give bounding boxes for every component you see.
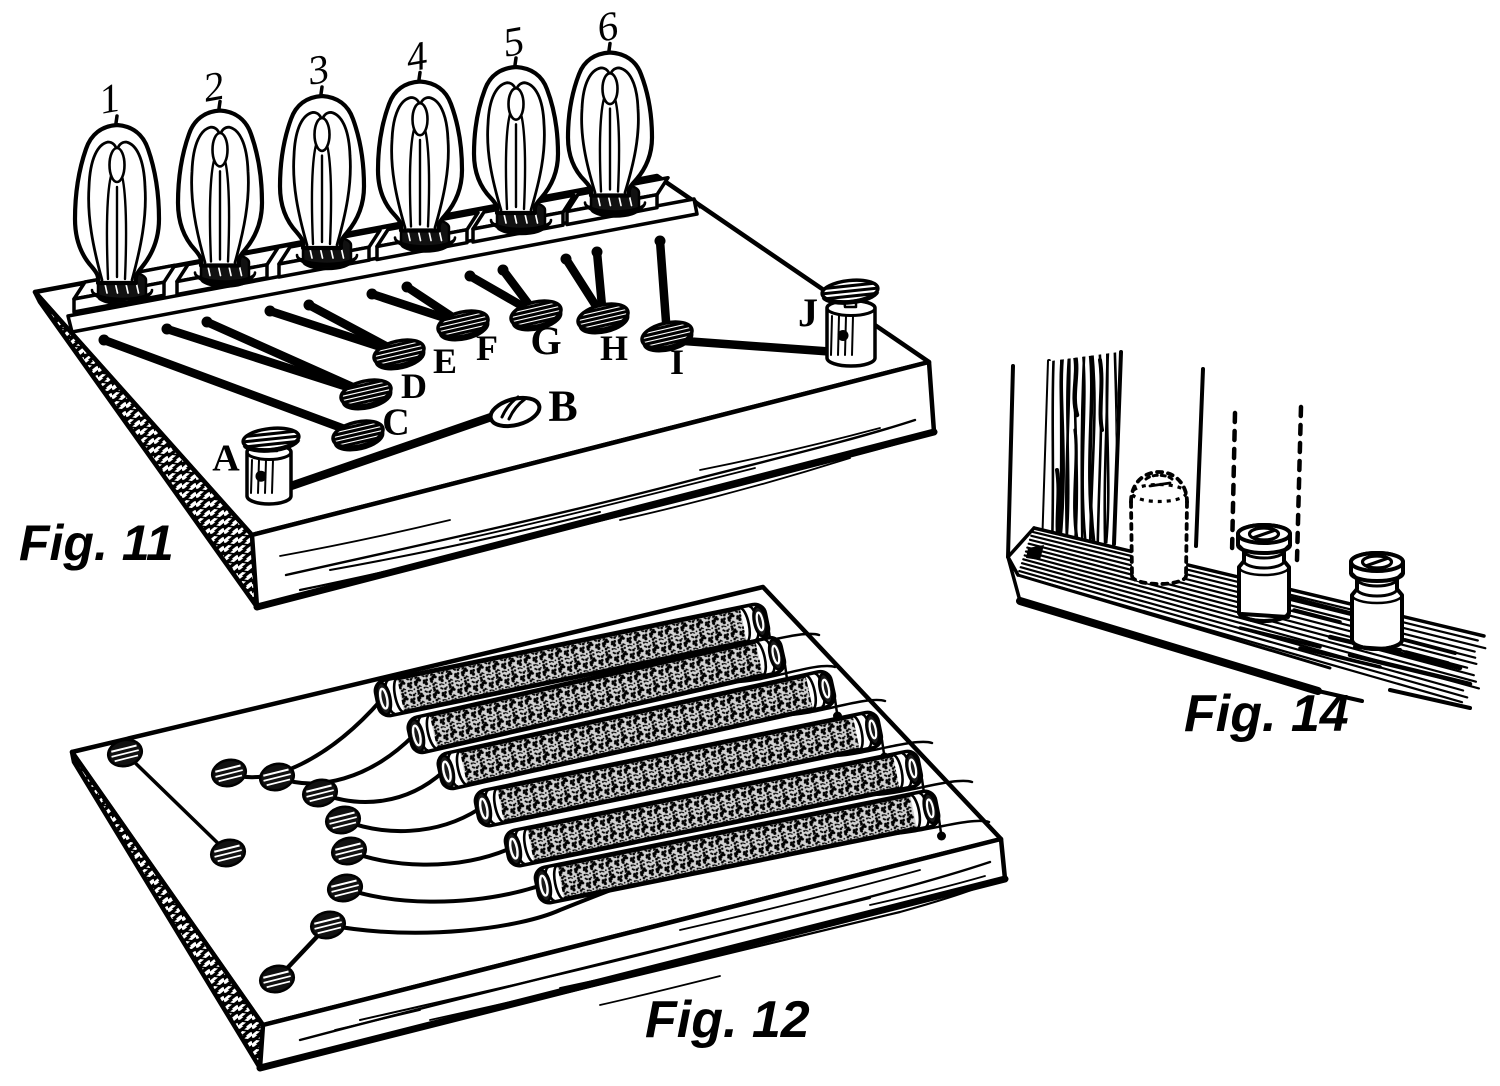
svg-text:D: D xyxy=(401,366,427,406)
svg-text:A: A xyxy=(212,438,240,480)
svg-text:Fig. 14: Fig. 14 xyxy=(1184,685,1349,743)
svg-text:G: G xyxy=(530,318,561,363)
svg-text:I: I xyxy=(670,342,684,382)
svg-text:C: C xyxy=(382,402,409,444)
svg-text:J: J xyxy=(798,290,818,335)
svg-text:F: F xyxy=(476,328,498,368)
svg-text:Fig. 12: Fig. 12 xyxy=(645,991,810,1049)
svg-text:B: B xyxy=(548,382,577,431)
svg-text:E: E xyxy=(433,341,457,381)
svg-text:Fig. 11: Fig. 11 xyxy=(19,515,174,571)
svg-text:H: H xyxy=(600,328,628,368)
